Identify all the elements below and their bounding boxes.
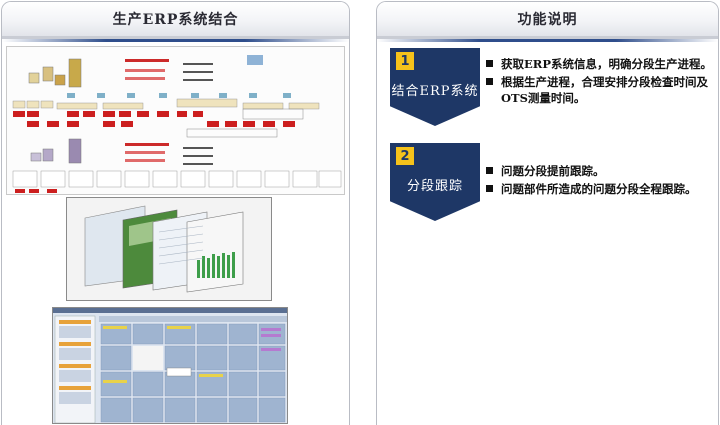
left-panel-title: 生产ERP系统结合 <box>2 2 349 39</box>
section-2-badge: 2 分段跟踪 <box>390 143 480 221</box>
stacked-windows-image <box>67 198 271 300</box>
section-1-number: 1 <box>396 52 414 70</box>
erp-schedule-image <box>7 47 344 194</box>
calendar-image <box>53 308 287 423</box>
header-accent-strip <box>2 39 349 42</box>
list-item: 获取ERP系统信息，明确分段生产进程。 <box>486 56 712 72</box>
section-2-label: 分段跟踪 <box>390 169 480 221</box>
header-accent-strip <box>377 39 718 42</box>
square-bullet-icon <box>486 78 493 85</box>
right-panel-title: 功能说明 <box>377 2 718 39</box>
section-2-list: 问题分段提前跟踪。 问题部件所造成的问题分段全程跟踪。 <box>486 163 716 199</box>
section-1-badge: 1 结合ERP系统 <box>390 48 480 126</box>
square-bullet-icon <box>486 60 493 67</box>
list-item: 问题部件所造成的问题分段全程跟踪。 <box>486 181 716 197</box>
list-item: 问题分段提前跟踪。 <box>486 163 716 179</box>
erp-schedule-screenshot <box>6 46 345 195</box>
list-item: 根据生产进程，合理安排分段检查时间及OTS测量时间。 <box>486 74 712 106</box>
section-1-label: 结合ERP系统 <box>390 74 480 126</box>
calendar-screenshot <box>52 307 288 424</box>
square-bullet-icon <box>486 167 493 174</box>
square-bullet-icon <box>486 185 493 192</box>
section-2-number: 2 <box>396 147 414 165</box>
section-1-list: 获取ERP系统信息，明确分段生产进程。 根据生产进程，合理安排分段检查时间及OT… <box>486 56 712 108</box>
stacked-windows-screenshot <box>66 197 272 301</box>
